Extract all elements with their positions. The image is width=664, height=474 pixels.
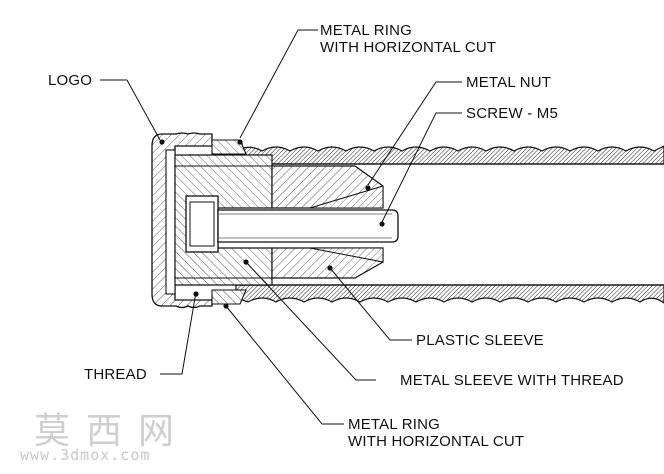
label-metal-ring-top-line2: WITH HORIZONTAL CUT xyxy=(320,39,497,56)
outer-sleeve-bottom xyxy=(235,284,664,304)
leader-dots xyxy=(159,139,385,309)
watermark-url: www.3dmox.com xyxy=(20,446,151,464)
label-metal-ring-bottom-line1: METAL RING xyxy=(348,416,441,433)
metal-ring-top-shape xyxy=(211,139,247,155)
label-metal-ring-bottom: METAL RING WITH HORIZONTAL CUT xyxy=(348,416,524,450)
watermark: 莫西网 www.3dmox.com xyxy=(20,402,190,464)
label-logo: LOGO xyxy=(48,72,93,89)
screw-shape xyxy=(185,195,399,253)
label-metal-nut: METAL NUT xyxy=(466,74,552,91)
watermark-chinese: 莫西网 xyxy=(34,411,191,452)
label-metal-ring-top: METAL RING WITH HORIZONTAL CUT xyxy=(320,22,496,56)
label-plastic-sleeve: PLASTIC SLEEVE xyxy=(416,332,544,349)
metal-ring-bottom-shape xyxy=(211,289,247,305)
leader-lines xyxy=(100,29,462,425)
plastic-sleeve-shape xyxy=(272,185,384,263)
label-metal-ring-top-line1: METAL RING xyxy=(320,22,413,39)
label-thread: THREAD xyxy=(84,366,147,383)
label-screw: SCREW - M5 xyxy=(466,105,558,122)
label-metal-sleeve-thread: METAL SLEEVE WITH THREAD xyxy=(400,372,624,389)
outer-sleeve-top xyxy=(235,145,664,165)
label-metal-ring-bottom-line2: WITH HORIZONTAL CUT xyxy=(348,433,525,450)
